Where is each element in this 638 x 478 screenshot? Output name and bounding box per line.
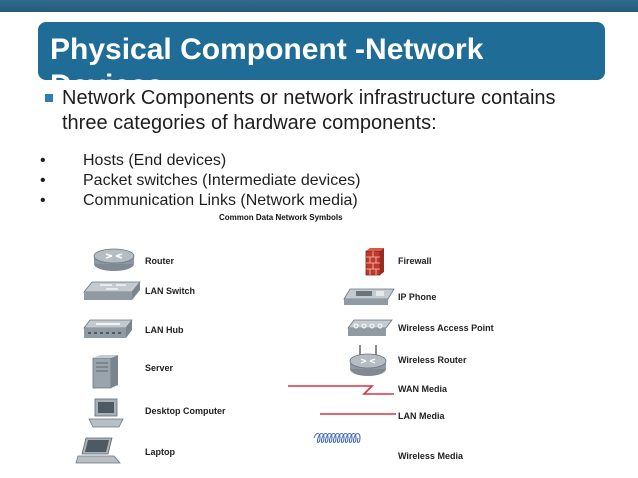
title-bar: Physical Component -Network Devices — [38, 22, 605, 80]
lan-media-icon — [320, 413, 396, 415]
symbol-label-server: Server — [145, 363, 174, 373]
lan-hub-icon — [83, 319, 133, 338]
firewall-icon — [365, 248, 384, 276]
symbol-label-wireless-router: Wireless Router — [398, 355, 467, 365]
symbol-label-laptop: Laptop — [145, 447, 175, 457]
bullet-text: Packet switches (Intermediate devices) — [83, 172, 361, 189]
wireless-access-point-icon — [347, 319, 393, 336]
wireless-media-icon — [313, 432, 361, 444]
server-icon — [92, 355, 118, 389]
symbol-label-router: Router — [145, 256, 174, 266]
bullet-text: Communication Links (Network media) — [83, 192, 358, 209]
symbol-label-desktop-computer: Desktop Computer — [145, 406, 226, 416]
symbol-label-lan-switch: LAN Switch — [145, 286, 196, 296]
bullet-marker: • — [40, 172, 46, 189]
wan-media-icon — [288, 385, 394, 395]
desktop-computer-icon — [88, 398, 124, 428]
ip-phone-icon — [343, 288, 395, 305]
symbol-label-wireless-media: Wireless Media — [398, 451, 463, 461]
laptop-icon — [75, 437, 121, 464]
bullet-text: Hosts (End devices) — [83, 152, 227, 169]
slide-title: Physical Component -Network Devices — [50, 33, 484, 80]
lan-switch-icon — [83, 281, 141, 300]
wireless-router-icon — [349, 345, 387, 376]
square-bullet-icon — [45, 94, 53, 102]
symbol-label-firewall: Firewall — [398, 256, 432, 266]
intro-text: Network Components or network infrastruc… — [62, 87, 556, 134]
figure-title: Common Data Network Symbols — [219, 213, 343, 222]
bullet-marker: • — [40, 192, 46, 209]
symbol-label-lan-hub: LAN Hub — [145, 325, 184, 335]
bullet-marker: • — [40, 152, 46, 169]
top-bar — [0, 0, 638, 12]
symbol-label-wireless-access-point: Wireless Access Point — [398, 323, 494, 333]
symbol-label-wan-media: WAN Media — [398, 384, 448, 394]
symbol-label-ip-phone: IP Phone — [398, 292, 437, 302]
symbol-label-lan-media: LAN Media — [398, 411, 445, 421]
router-icon — [93, 248, 135, 271]
